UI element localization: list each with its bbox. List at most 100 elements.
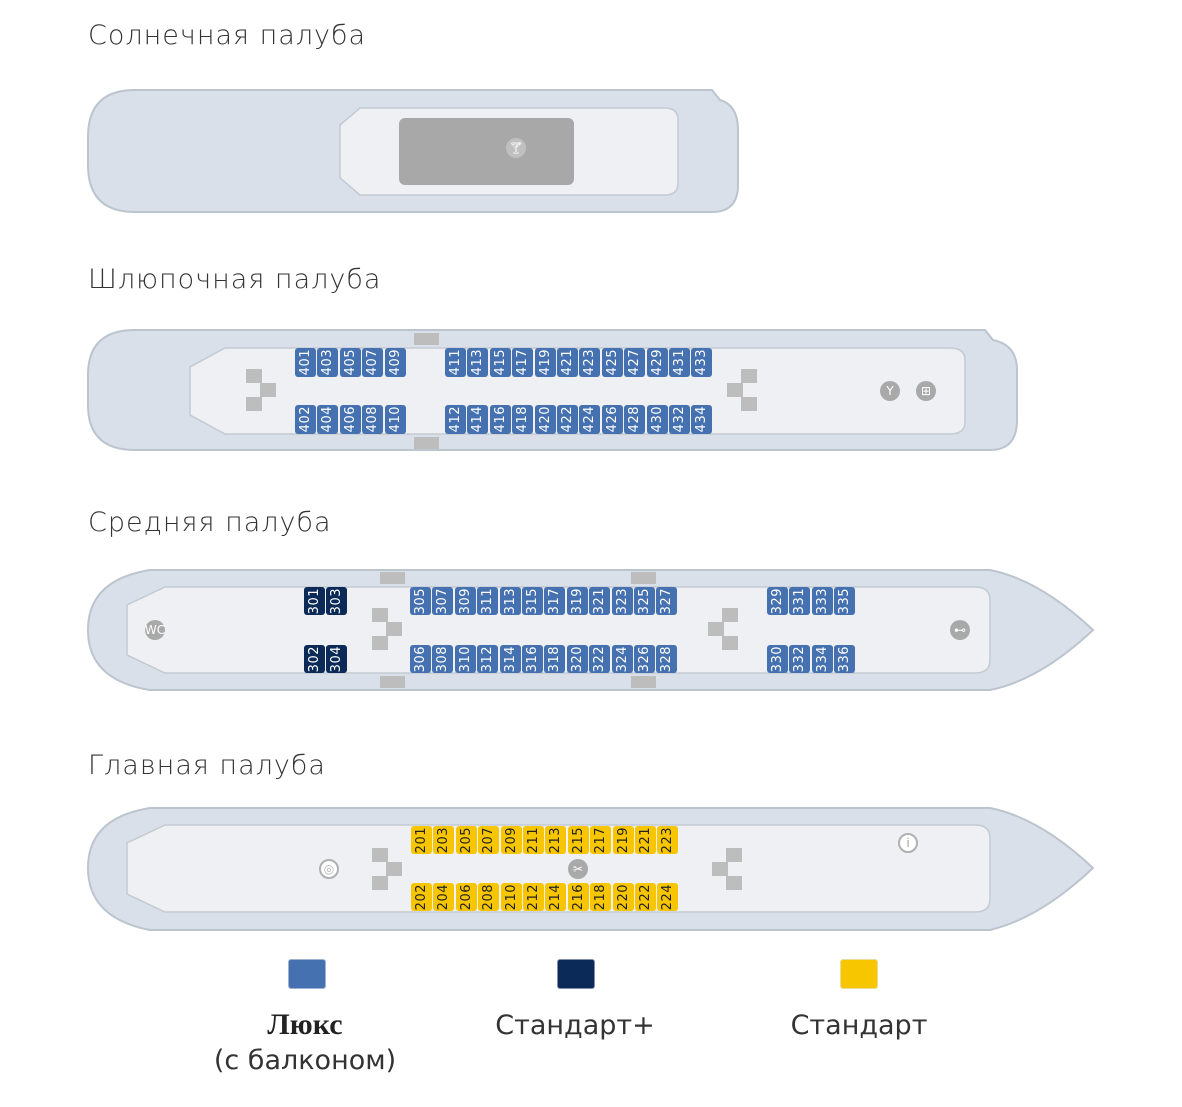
cabin-333[interactable]: 333 (811, 587, 833, 615)
cabin-316[interactable]: 316 (522, 645, 543, 673)
cabin-314[interactable]: 314 (499, 645, 521, 673)
cabin-205[interactable]: 205 (455, 826, 477, 854)
cabin-421[interactable]: 421 (557, 348, 578, 377)
cabin-408[interactable]: 408 (362, 405, 384, 434)
cabin-414[interactable]: 414 (467, 405, 489, 434)
cabin-216[interactable]: 216 (567, 883, 589, 911)
cabin-210[interactable]: 210 (500, 883, 522, 911)
cabin-311[interactable]: 311 (477, 587, 499, 615)
cabin-405[interactable]: 405 (339, 348, 361, 377)
cabin-201[interactable]: 201 (411, 826, 432, 854)
cabin-411[interactable]: 411 (445, 348, 466, 377)
cabin-404[interactable]: 404 (317, 405, 339, 434)
cabin-305[interactable]: 305 (410, 587, 431, 615)
cabin-331[interactable]: 331 (789, 587, 811, 615)
cabin-432[interactable]: 432 (669, 405, 690, 434)
cabin-213[interactable]: 213 (545, 826, 567, 854)
cabin-419[interactable]: 419 (534, 348, 556, 377)
cabin-312[interactable]: 312 (477, 645, 499, 673)
cabin-429[interactable]: 429 (646, 348, 668, 377)
cabin-327[interactable]: 327 (656, 587, 678, 615)
cabin-310[interactable]: 310 (454, 645, 476, 673)
cabin-413[interactable]: 413 (467, 348, 489, 377)
cabin-433[interactable]: 433 (691, 348, 713, 377)
cabin-number: 204 (436, 883, 452, 911)
cabin-209[interactable]: 209 (500, 826, 522, 854)
cabin-434[interactable]: 434 (691, 405, 713, 434)
cabin-224[interactable]: 224 (657, 883, 679, 911)
cabin-315[interactable]: 315 (522, 587, 543, 615)
cabin-306[interactable]: 306 (410, 645, 431, 673)
cabin-402[interactable]: 402 (295, 405, 316, 434)
cabin-423[interactable]: 423 (579, 348, 601, 377)
cabin-309[interactable]: 309 (454, 587, 476, 615)
cabin-325[interactable]: 325 (634, 587, 655, 615)
cabin-211[interactable]: 211 (523, 826, 544, 854)
cabin-320[interactable]: 320 (566, 645, 588, 673)
cabin-203[interactable]: 203 (433, 826, 455, 854)
cabin-323[interactable]: 323 (611, 587, 633, 615)
cabin-424[interactable]: 424 (579, 405, 601, 434)
cabin-204[interactable]: 204 (433, 883, 455, 911)
cabin-415[interactable]: 415 (489, 348, 511, 377)
cabin-302[interactable]: 302 (304, 645, 325, 673)
cabin-407[interactable]: 407 (362, 348, 384, 377)
cabin-416[interactable]: 416 (489, 405, 511, 434)
cabin-220[interactable]: 220 (612, 883, 634, 911)
cabin-329[interactable]: 329 (767, 587, 788, 615)
cabin-number: 219 (615, 826, 631, 854)
cabin-328[interactable]: 328 (656, 645, 678, 673)
cabin-420[interactable]: 420 (534, 405, 556, 434)
cabin-307[interactable]: 307 (432, 587, 454, 615)
cabin-number: 308 (435, 645, 451, 673)
cabin-425[interactable]: 425 (601, 348, 623, 377)
cabin-303[interactable]: 303 (326, 587, 348, 615)
cabin-334[interactable]: 334 (811, 645, 833, 673)
cabin-401[interactable]: 401 (295, 348, 316, 377)
cabin-212[interactable]: 212 (523, 883, 544, 911)
cabin-418[interactable]: 418 (512, 405, 534, 434)
cabin-335[interactable]: 335 (834, 587, 856, 615)
cabin-number: 323 (614, 587, 630, 615)
cabin-206[interactable]: 206 (455, 883, 477, 911)
cabin-332[interactable]: 332 (789, 645, 811, 673)
cabin-218[interactable]: 218 (590, 883, 612, 911)
cabin-number: 305 (413, 587, 428, 615)
cabin-428[interactable]: 428 (624, 405, 646, 434)
cabin-326[interactable]: 326 (634, 645, 655, 673)
cabin-208[interactable]: 208 (478, 883, 500, 911)
cabin-409[interactable]: 409 (384, 348, 406, 377)
cabin-322[interactable]: 322 (589, 645, 611, 673)
cabin-318[interactable]: 318 (544, 645, 566, 673)
cabin-217[interactable]: 217 (590, 826, 612, 854)
cabin-223[interactable]: 223 (657, 826, 679, 854)
cabin-221[interactable]: 221 (635, 826, 656, 854)
cabin-301[interactable]: 301 (304, 587, 325, 615)
cabin-313[interactable]: 313 (499, 587, 521, 615)
cabin-215[interactable]: 215 (567, 826, 589, 854)
cabin-202[interactable]: 202 (411, 883, 432, 911)
cabin-317[interactable]: 317 (544, 587, 566, 615)
cabin-431[interactable]: 431 (669, 348, 690, 377)
cabin-412[interactable]: 412 (445, 405, 466, 434)
cabin-304[interactable]: 304 (326, 645, 348, 673)
cabin-308[interactable]: 308 (432, 645, 454, 673)
cabin-427[interactable]: 427 (624, 348, 646, 377)
cabin-422[interactable]: 422 (557, 405, 578, 434)
cabin-410[interactable]: 410 (384, 405, 406, 434)
cabin-336[interactable]: 336 (834, 645, 856, 673)
cabin-406[interactable]: 406 (339, 405, 361, 434)
cabin-403[interactable]: 403 (317, 348, 339, 377)
cabin-321[interactable]: 321 (589, 587, 611, 615)
boat-deck-title: Шлюпочная палуба (88, 264, 382, 295)
cabin-430[interactable]: 430 (646, 405, 668, 434)
cabin-417[interactable]: 417 (512, 348, 534, 377)
cabin-219[interactable]: 219 (612, 826, 634, 854)
cabin-214[interactable]: 214 (545, 883, 567, 911)
cabin-222[interactable]: 222 (635, 883, 656, 911)
cabin-207[interactable]: 207 (478, 826, 500, 854)
cabin-330[interactable]: 330 (767, 645, 788, 673)
cabin-319[interactable]: 319 (566, 587, 588, 615)
cabin-324[interactable]: 324 (611, 645, 633, 673)
cabin-426[interactable]: 426 (601, 405, 623, 434)
